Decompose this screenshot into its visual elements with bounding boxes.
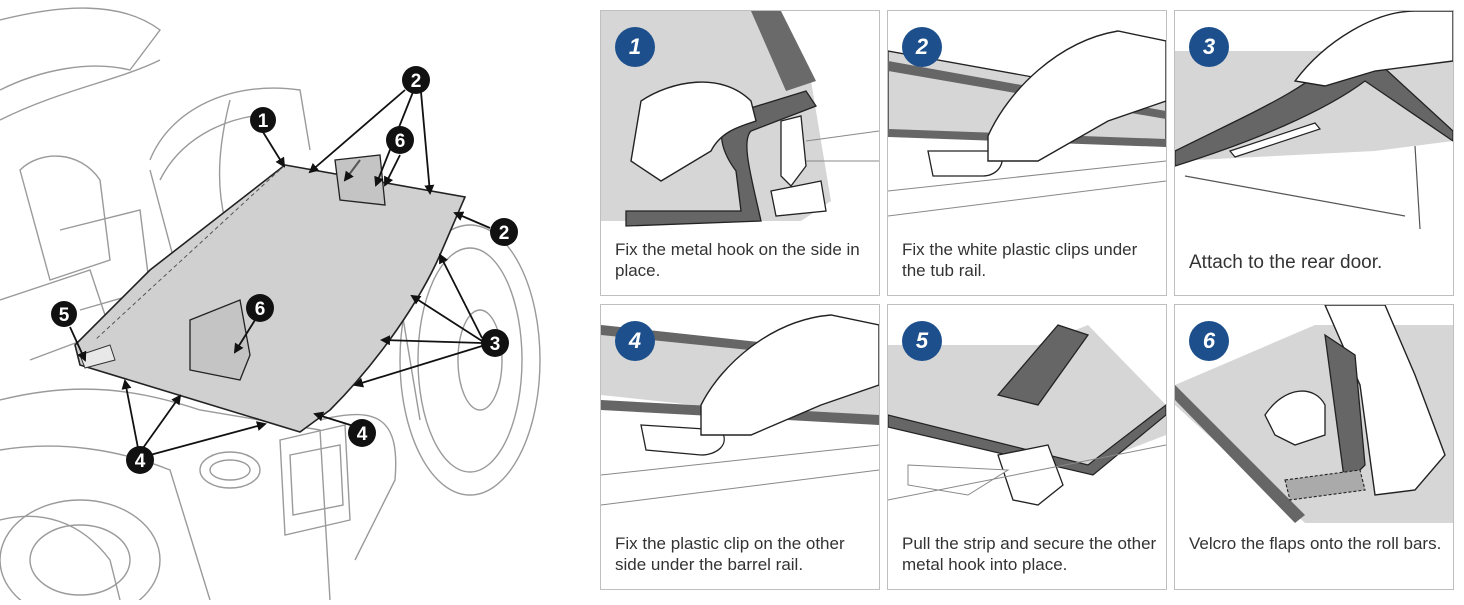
callout-4-bottom-left: 4	[126, 446, 154, 474]
step-caption-1: Fix the metal hook on the side in place.	[615, 240, 860, 280]
svg-text:5: 5	[59, 305, 70, 326]
svg-text:2: 2	[499, 223, 510, 244]
callout-5: 5	[51, 301, 77, 327]
svg-text:2: 2	[411, 71, 422, 92]
step-panel-5: 5 Pull the strip and secure the other me…	[887, 304, 1167, 590]
step-caption-5: Pull the strip and secure the other meta…	[902, 534, 1157, 574]
step-5-illustration	[888, 305, 1166, 523]
step-caption-2: Fix the white plastic clips under the tu…	[902, 240, 1138, 280]
step-1-illustration	[601, 11, 879, 229]
step-4-illustration	[601, 305, 879, 523]
step-panel-6: 6 Velcro the flaps onto the roll bars.	[1174, 304, 1454, 590]
callout-6-bottom: 6	[246, 294, 274, 322]
svg-text:3: 3	[490, 334, 501, 355]
step-panel-1: 1 Fix the metal hook on the side in plac…	[600, 10, 880, 296]
vehicle-overview-illustration: 1 2 2 3 4 4 5 6 6	[0, 0, 590, 605]
callout-3: 3	[481, 329, 509, 357]
svg-text:1: 1	[258, 111, 269, 132]
step-badge-4: 4	[615, 321, 655, 361]
callout-1: 1	[250, 107, 276, 133]
step-3-illustration	[1175, 11, 1453, 229]
step-badge-2: 2	[902, 27, 942, 67]
step-badge-3: 3	[1189, 27, 1229, 67]
step-caption-3: Attach to the rear door.	[1189, 252, 1383, 273]
callout-2-top: 2	[402, 66, 430, 94]
svg-text:6: 6	[255, 299, 266, 320]
svg-text:4: 4	[135, 451, 146, 472]
svg-text:6: 6	[395, 131, 406, 152]
callout-2-right: 2	[490, 218, 518, 246]
step-badge-1: 1	[615, 27, 655, 67]
step-badge-5: 5	[902, 321, 942, 361]
step-caption-4: Fix the plastic clip on the other side u…	[615, 534, 845, 574]
step-panel-3: 3 Attach to the rear door.	[1174, 10, 1454, 296]
callout-4-bottom-right: 4	[348, 419, 376, 447]
step-panel-2: 2 Fix the white plastic clips under the …	[887, 10, 1167, 296]
vehicle-line-drawing: 1 2 2 3 4 4 5 6 6	[0, 7, 541, 605]
step-caption-6: Velcro the flaps onto the roll bars.	[1189, 534, 1442, 553]
step-badge-6: 6	[1189, 321, 1229, 361]
step-panel-4: 4 Fix the plastic clip on the other side…	[600, 304, 880, 590]
callout-6-top: 6	[386, 126, 414, 154]
svg-text:4: 4	[357, 424, 368, 445]
